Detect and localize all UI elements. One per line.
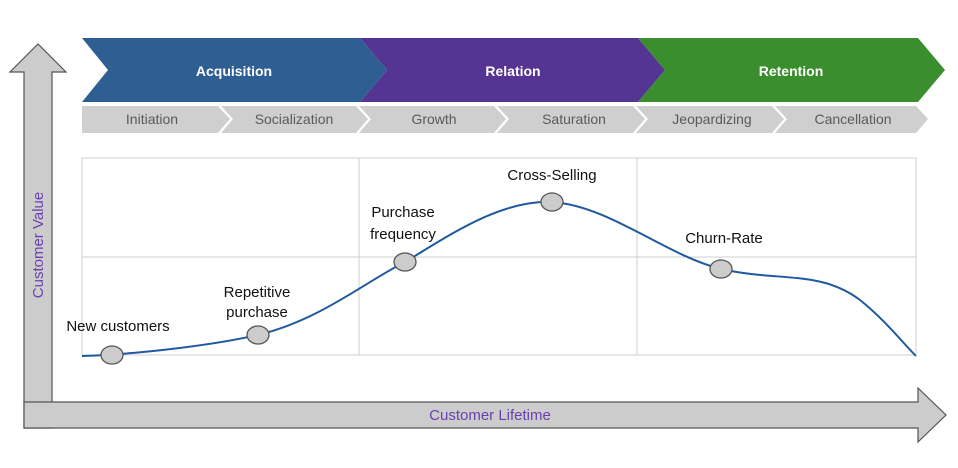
milestone-churn-rate-marker: [709, 259, 733, 279]
substage-band: Initiation Socialization Growth Saturati…: [82, 106, 928, 133]
milestone-new-customers-marker: [100, 345, 124, 365]
phase-relation-chevron: [360, 38, 665, 102]
milestone-purchase-frequency-marker: [393, 252, 417, 272]
substage-cancellation-chevron: [775, 106, 928, 133]
milestone-repetitive-purchase-label-line2: purchase: [226, 304, 288, 321]
milestone-cross-selling-marker: [540, 192, 564, 212]
milestone-labels: New customers Repetitive purchase Purcha…: [66, 167, 762, 335]
substage-saturation-label: Saturation: [542, 111, 606, 127]
substage-initiation-chevron: [82, 106, 230, 133]
milestone-purchase-frequency-label-line2: frequency: [370, 226, 436, 243]
phase-retention-chevron: [638, 38, 945, 102]
phase-retention-label: Retention: [759, 63, 824, 79]
x-axis-arrow: [23, 386, 947, 444]
substage-saturation-chevron: [497, 106, 645, 133]
milestone-cross-selling-label: Cross-Selling: [507, 167, 596, 184]
substage-jeopardizing-label: Jeopardizing: [672, 111, 751, 127]
substage-socialization-label: Socialization: [255, 111, 334, 127]
milestone-repetitive-purchase-marker: [246, 325, 270, 345]
milestone-repetitive-purchase-label-line1: Repetitive: [224, 284, 291, 301]
grid: [81, 157, 917, 356]
milestone-purchase-frequency-label-line1: Purchase: [371, 204, 434, 221]
phase-acquisition-chevron: [82, 38, 387, 102]
y-axis-label: Customer Value: [30, 192, 47, 298]
substage-socialization-chevron: [221, 106, 368, 133]
y-axis-arrow: [8, 43, 68, 429]
substage-growth-chevron: [359, 106, 506, 133]
x-axis-label: Customer Lifetime: [429, 407, 551, 424]
milestone-markers: [100, 192, 733, 365]
substage-initiation-label: Initiation: [126, 111, 178, 127]
phase-relation-label: Relation: [485, 63, 540, 79]
milestone-churn-rate-label: Churn-Rate: [685, 230, 763, 247]
phase-acquisition-label: Acquisition: [196, 63, 272, 79]
phase-band: Acquisition Relation Retention: [82, 38, 945, 102]
substage-jeopardizing-chevron: [636, 106, 784, 133]
customer-value-curve: [81, 200, 917, 357]
substage-growth-label: Growth: [411, 111, 456, 127]
substage-cancellation-label: Cancellation: [814, 111, 891, 127]
milestone-new-customers-label: New customers: [66, 318, 169, 335]
